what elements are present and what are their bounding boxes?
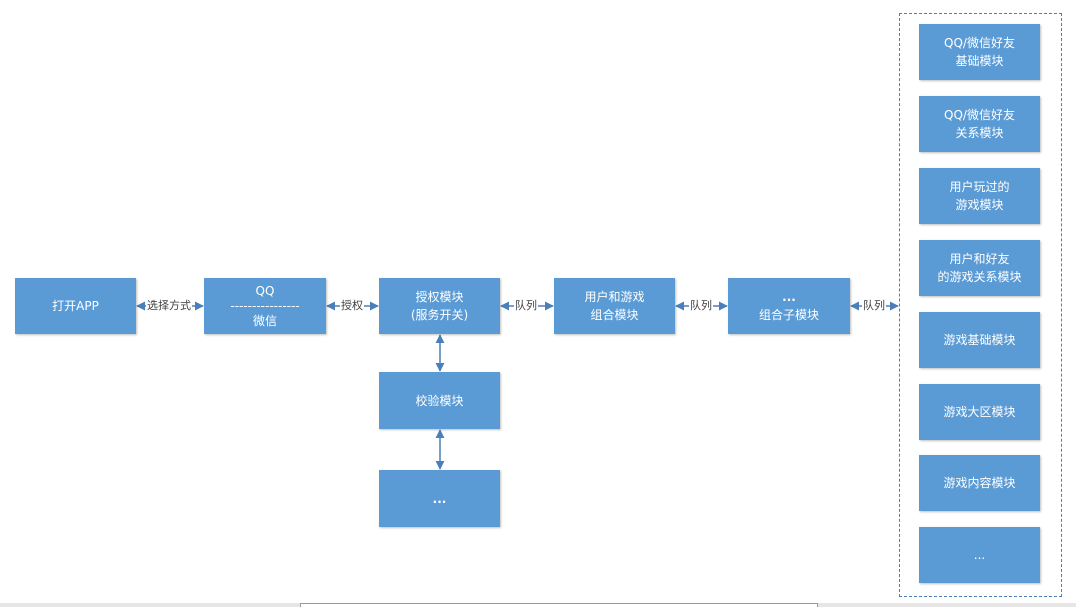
group-item-label: 游戏模块 bbox=[955, 198, 1004, 212]
verify-module-label: 校验模块 bbox=[415, 393, 464, 408]
edge-label-select-method: 选择方式 bbox=[146, 299, 192, 313]
more-under-auth-node[interactable]: ... bbox=[379, 470, 500, 527]
login-divider-text: ---------------- bbox=[230, 299, 300, 313]
group-item-label: 游戏大区模块 bbox=[943, 405, 1016, 419]
open-app-node[interactable]: 打开APP bbox=[15, 278, 136, 334]
edge-label-authorize: 授权 bbox=[340, 299, 364, 313]
edge-label-queue-3: 队列 bbox=[862, 299, 886, 313]
auth-module-node[interactable]: 授权模块 (服务开关) bbox=[379, 278, 500, 334]
combine-module-sublabel: 组合模块 bbox=[590, 308, 639, 322]
group-item-game-content[interactable]: 游戏内容模块 bbox=[919, 455, 1040, 511]
group-item-friend-basic[interactable]: QQ/微信好友 基础模块 bbox=[919, 24, 1040, 80]
group-item-friend-relation[interactable]: QQ/微信好友 关系模块 bbox=[919, 96, 1040, 152]
sub-module-group-frame bbox=[899, 13, 1062, 597]
group-item-label: 的游戏关系模块 bbox=[937, 270, 1022, 284]
edge-label-queue-2: 队列 bbox=[689, 299, 713, 313]
combine-module-label: 用户和游戏 bbox=[584, 290, 645, 304]
group-item-more[interactable]: ... bbox=[919, 527, 1040, 583]
open-app-label: 打开APP bbox=[52, 299, 99, 313]
group-item-label: 游戏基础模块 bbox=[943, 333, 1016, 347]
group-item-label: ... bbox=[973, 548, 986, 562]
combine-sub-module-label: 组合子模块 bbox=[758, 308, 819, 322]
combine-sub-ellipsis: ... bbox=[782, 290, 796, 304]
auth-module-label: 授权模块 bbox=[415, 290, 464, 304]
group-item-label: 关系模块 bbox=[955, 126, 1004, 140]
group-item-game-region[interactable]: 游戏大区模块 bbox=[919, 384, 1040, 440]
combine-module-node[interactable]: 用户和游戏 组合模块 bbox=[554, 278, 675, 334]
group-item-label: 基础模块 bbox=[955, 54, 1004, 68]
combine-sub-module-node[interactable]: ... 组合子模块 bbox=[728, 278, 850, 334]
login-qq-label: QQ bbox=[255, 284, 275, 298]
group-item-label: 游戏内容模块 bbox=[943, 476, 1016, 490]
login-method-node[interactable]: QQ ---------------- 微信 bbox=[204, 278, 326, 334]
group-item-label: QQ/微信好友 bbox=[944, 36, 1015, 50]
group-item-user-played-games[interactable]: 用户玩过的 游戏模块 bbox=[919, 168, 1040, 224]
login-wechat-label: 微信 bbox=[252, 314, 277, 328]
sheet-tab-area bbox=[300, 603, 818, 607]
group-item-label: QQ/微信好友 bbox=[944, 108, 1015, 122]
edge-label-queue-1: 队列 bbox=[514, 299, 538, 313]
group-item-label: 用户玩过的 bbox=[949, 180, 1010, 194]
more-under-auth-label: ... bbox=[432, 491, 447, 506]
auth-module-sublabel: (服务开关) bbox=[410, 308, 469, 322]
group-item-game-basic[interactable]: 游戏基础模块 bbox=[919, 312, 1040, 368]
verify-module-node[interactable]: 校验模块 bbox=[379, 372, 500, 429]
group-item-user-friend-game-relation[interactable]: 用户和好友 的游戏关系模块 bbox=[919, 240, 1040, 296]
group-item-label: 用户和好友 bbox=[949, 252, 1010, 266]
